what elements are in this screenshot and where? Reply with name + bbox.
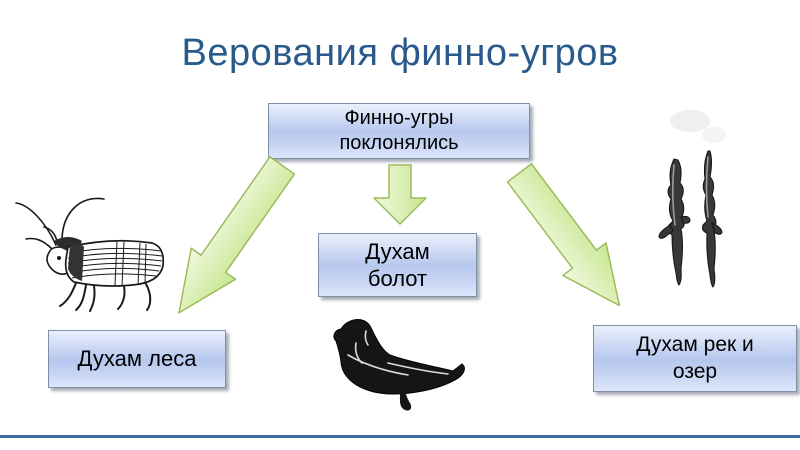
branch-box-swamp-spirits: Духам болот xyxy=(318,233,477,297)
wooden-idols-figure xyxy=(658,110,726,288)
forest-spirit-figure xyxy=(15,197,165,312)
duck-idol-figure xyxy=(333,319,465,411)
rivers-box-label: Духам рек и озер xyxy=(636,333,754,383)
arrow-down-left-icon xyxy=(178,156,296,314)
arrow-down-icon xyxy=(373,164,427,225)
footer-accent-line xyxy=(0,435,800,438)
page-title: Верования финно-угров xyxy=(181,32,619,74)
forest-box-label: Духам леса xyxy=(77,346,197,372)
root-box-label: Финно-угры поклонялись xyxy=(339,107,459,154)
branch-box-river-spirits: Духам рек и озер xyxy=(593,325,797,392)
swamp-box-label: Духам болот xyxy=(365,238,430,292)
root-box-finno-ugry: Финно-угры поклонялись xyxy=(268,103,530,159)
branch-box-forest-spirits: Духам леса xyxy=(48,330,226,388)
arrow-down-right-icon xyxy=(506,163,621,307)
